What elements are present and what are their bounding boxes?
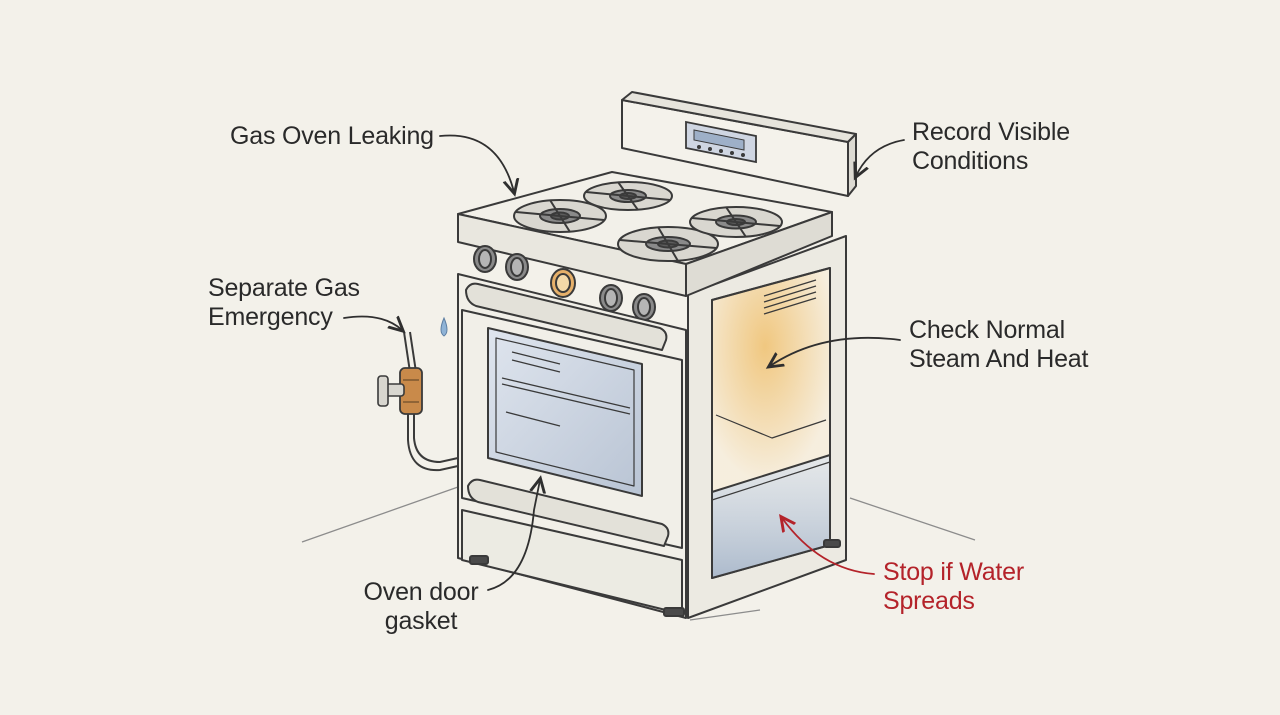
floor-lines — [301, 486, 976, 621]
label-separate-gas-emergency: Separate Gas Emergency — [208, 274, 360, 332]
label-line: gasket — [384, 607, 458, 635]
label-line: Separate Gas — [208, 274, 360, 302]
label-line: Steam And Heat — [909, 345, 1089, 373]
label-check-normal-steam: Check Normal Steam And Heat — [909, 316, 1088, 374]
label-oven-door-gasket: Oven door gasket — [356, 578, 486, 636]
label-record-visible-conditions: Record Visible Conditions — [912, 118, 1070, 176]
cooktop — [457, 171, 833, 297]
label-line: Oven door — [363, 578, 479, 606]
stove-front — [457, 273, 841, 619]
label-line: Emergency — [208, 303, 333, 331]
arrow-separate — [343, 315, 402, 331]
label-line: Gas Oven Leaking — [230, 122, 434, 150]
label-line: Conditions — [912, 147, 1029, 175]
control-knobs — [473, 245, 656, 321]
label-line: Spreads — [883, 587, 975, 615]
arrow-gasket — [487, 480, 540, 591]
label-line: Check Normal — [909, 316, 1065, 344]
leader-arrows — [343, 134, 905, 591]
stove-side-panel — [687, 235, 847, 619]
gas-valve — [377, 367, 423, 415]
arrow-gas-leak — [439, 134, 514, 192]
control-display — [685, 120, 757, 164]
label-stop-if-water-spreads: Stop if Water Spreads — [883, 558, 1024, 616]
label-gas-oven-leaking: Gas Oven Leaking — [230, 122, 434, 151]
arrow-steam — [770, 336, 901, 366]
label-line: Record Visible — [912, 118, 1070, 146]
label-line: Stop if Water — [883, 558, 1024, 586]
arrow-record — [856, 139, 905, 176]
burner-grates — [513, 181, 783, 262]
arrow-water — [782, 518, 875, 575]
gas-pipe — [403, 331, 459, 472]
